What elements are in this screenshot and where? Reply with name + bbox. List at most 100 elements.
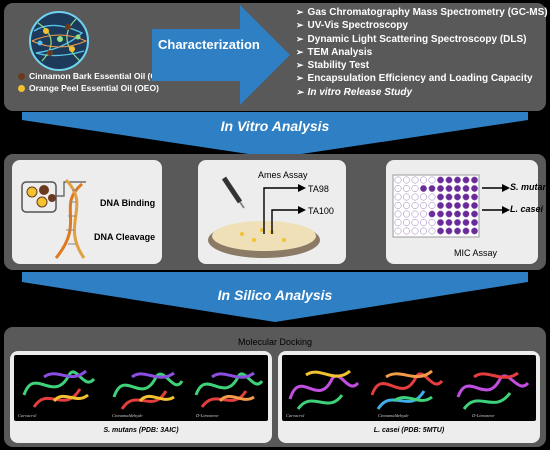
in-vitro-title: In Vitro Analysis [220, 118, 330, 134]
plate-well [462, 210, 470, 218]
ligand-label-dlimonene: D-Limonene [196, 413, 219, 418]
plate-well [428, 219, 436, 226]
plate-well [462, 185, 470, 192]
docking-title: Molecular Docking [237, 337, 313, 347]
plate-well [462, 176, 470, 184]
method-stability: Stability Test [296, 59, 548, 72]
ligand-label-cinnamaldehyde: Cinnamaldehyde [112, 413, 143, 418]
plate-well [394, 176, 402, 184]
characterization-methods-list: Gas Chromatography Mass Spectrometry (GC… [296, 6, 548, 99]
plate-well [411, 176, 419, 184]
plate-well [437, 176, 444, 184]
plate-well [454, 176, 461, 184]
plate-well [428, 185, 436, 192]
plate-well [403, 202, 410, 209]
mic-organism-smutans: S. mutans [510, 182, 550, 192]
plate-well [471, 202, 478, 209]
plate-well [471, 185, 478, 192]
petri-dish-illustration [208, 176, 320, 258]
plate-well [394, 219, 402, 226]
plate-well [420, 219, 427, 226]
plate-well [403, 219, 410, 226]
plate-well [454, 219, 461, 226]
plate-well [411, 227, 419, 235]
ligand-label-carvacrol: Carvacrol [18, 413, 37, 418]
plate-well [471, 219, 478, 226]
plate-well [454, 193, 461, 201]
plate-well [420, 227, 427, 235]
plate-well [445, 227, 453, 235]
plate-well [420, 185, 427, 192]
method-encapsulation: Encapsulation Efficiency and Loading Cap… [296, 72, 548, 85]
plate-well [394, 210, 402, 218]
characterization-panel: Cinnamon Bark Essential Oil (CEO) Orange… [4, 3, 548, 111]
characterization-arrow [152, 5, 290, 105]
dna-binding-label: DNA Binding [100, 198, 156, 208]
plate-well [445, 210, 453, 218]
plate-well [420, 193, 427, 201]
ames-title: Ames Assay [258, 170, 308, 180]
plate-well [462, 193, 470, 201]
dna-cleavage-label: DNA Cleavage [94, 232, 156, 242]
plate-well [394, 202, 402, 209]
mic-box: S. mutans L. casei MIC Assay [386, 160, 550, 264]
plate-well [403, 193, 410, 201]
ligand-label-dlimonene-2: D-Limonene [472, 413, 495, 418]
plate-well [437, 210, 444, 218]
plate-well [445, 219, 453, 226]
in-vitro-banner [22, 112, 528, 158]
plate-well [394, 185, 402, 192]
plate-well [437, 227, 444, 235]
plate-well [420, 210, 427, 218]
characterization-label: Characterization [158, 37, 260, 52]
plate-well [445, 176, 453, 184]
plate-well [403, 176, 410, 184]
in-vitro-panel: DNA Binding DNA Cleavage Ames Assay TA98… [4, 154, 550, 270]
method-gcms: Gas Chromatography Mass Spectrometry (GC… [296, 6, 548, 19]
oeo-dot-icon [18, 84, 25, 92]
mic-organism-lcasei: L. casei [510, 204, 544, 214]
plate-well [445, 202, 453, 209]
ligand-label-carvacrol-2: Carvacrol [286, 413, 305, 418]
plate-well [462, 202, 470, 209]
method-tem: TEM Analysis [296, 46, 548, 59]
plate-well [411, 193, 419, 201]
in-silico-panel: Molecular Docking Carv [4, 327, 546, 447]
microplate-illustration [392, 174, 480, 238]
plate-well [445, 185, 453, 192]
plate-well [445, 193, 453, 201]
protein-ribbon-smutans [22, 369, 264, 410]
docking-box-smutans: Carvacrol Cinnamaldehyde D-Limonene S. m… [10, 351, 272, 443]
plate-well [454, 210, 461, 218]
docking-image-lcasei: Carvacrol Cinnamaldehyde D-Limonene [282, 355, 536, 421]
plate-well [428, 210, 436, 218]
ames-strain-ta98: TA98 [308, 184, 329, 194]
plate-well [428, 227, 436, 235]
plate-well [428, 176, 436, 184]
ames-strain-ta100: TA100 [308, 206, 334, 216]
plate-well [437, 219, 444, 226]
nanoparticle-illustration [29, 11, 89, 71]
plate-well [471, 193, 478, 201]
mic-arrows [482, 184, 510, 214]
plate-well [454, 227, 461, 235]
plate-well [403, 185, 410, 192]
docking-caption-lcasei: L. casei (PDB: 5MTU) [373, 427, 445, 434]
dna-illustration [21, 178, 86, 259]
plate-well [454, 185, 461, 192]
method-uvvis: UV-Vis Spectroscopy [296, 19, 548, 32]
plate-well [403, 210, 410, 218]
plate-well [411, 202, 419, 209]
plate-well [420, 202, 427, 209]
method-release: In vitro Release Study [296, 86, 548, 99]
plate-well [471, 176, 478, 184]
docking-image-smutans: Carvacrol Cinnamaldehyde D-Limonene [14, 355, 268, 421]
plate-well [420, 176, 427, 184]
docking-box-lcasei: Carvacrol Cinnamaldehyde D-Limonene L. c… [278, 351, 540, 443]
plate-well [411, 219, 419, 226]
plate-well [394, 227, 402, 235]
protein-ribbon-lcasei [288, 369, 530, 410]
plate-well [462, 219, 470, 226]
plate-well [428, 193, 436, 201]
plate-well [411, 210, 419, 218]
